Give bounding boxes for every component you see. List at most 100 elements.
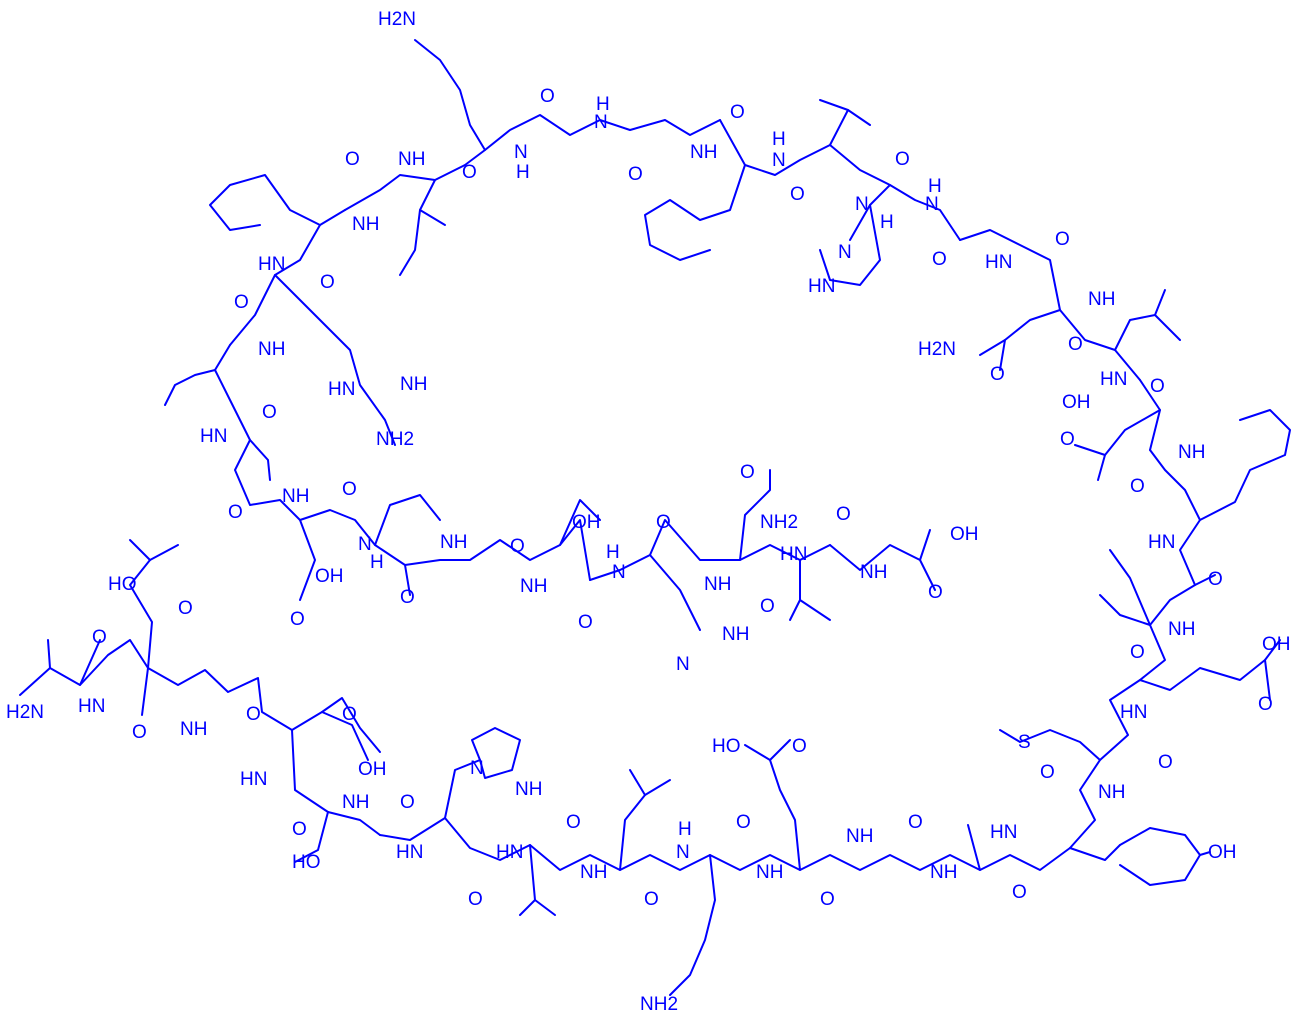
atom-label-o: O [246, 704, 261, 725]
atom-label-n: N [470, 758, 484, 779]
atom-label-hn: HN [990, 822, 1017, 843]
atom-label-o: O [320, 272, 335, 293]
atom-label-o: O [1130, 642, 1145, 663]
atom-label-o: O [292, 819, 307, 840]
atom-label-ho: HO [108, 574, 137, 595]
atom-label-n: N [358, 534, 372, 555]
atom-label-o: O [566, 812, 581, 833]
atom-label-o: O [510, 536, 525, 557]
atom-label-h2n: H2N [378, 9, 416, 30]
atom-label-nh: NH [515, 779, 542, 800]
atom-label-hn: HN [1120, 702, 1147, 723]
atom-label-o: O [928, 582, 943, 603]
atom-label-h: H [880, 212, 894, 233]
atom-label-h2n: H2N [6, 702, 44, 723]
atom-label-nh2: NH2 [376, 429, 414, 450]
atom-label-ho: HO [292, 852, 321, 873]
atom-label-o: O [132, 722, 147, 743]
atom-label-o: O [578, 612, 593, 633]
atom-label-o: O [1055, 229, 1070, 250]
atom-label-o: O [990, 364, 1005, 385]
atom-label-o: O [1208, 569, 1223, 590]
atom-label-o: O [656, 512, 671, 533]
atom-label-o: O [730, 102, 745, 123]
atom-label-o: O [1130, 476, 1145, 497]
bond-lines [19, 39, 1291, 996]
atom-label-ho: HO [712, 736, 741, 757]
atom-label-o: O [1158, 752, 1173, 773]
atom-label-o: O [820, 889, 835, 910]
atom-label-o: O [92, 627, 107, 648]
atom-label-h: H [772, 129, 786, 150]
atom-label-nh2: NH2 [640, 994, 678, 1015]
atom-label-oh: OH [1262, 634, 1291, 655]
atom-label-n: N [594, 112, 608, 133]
atom-label-oh: OH [315, 566, 344, 587]
atom-label-nh: NH [704, 574, 731, 595]
atom-label-h: H [928, 176, 942, 197]
atom-label-n: N [855, 194, 869, 215]
atom-label-nh: NH [1178, 442, 1205, 463]
atom-label-o: O [932, 249, 947, 270]
atom-label-h: H [596, 94, 610, 115]
atom-label-oh: OH [1208, 842, 1237, 863]
atom-label-nh: NH [860, 562, 887, 583]
atom-label-o: O [228, 502, 243, 523]
atom-label-o: O [1060, 429, 1075, 450]
atom-label-o: O [468, 889, 483, 910]
atom-label-o: O [290, 609, 305, 630]
atom-label-nh: NH [756, 862, 783, 883]
atom-label-o: O [736, 812, 751, 833]
atom-label-h: H [516, 162, 530, 183]
atom-label-o: O [644, 889, 659, 910]
atom-label-o: O [342, 704, 357, 725]
atom-label-s: S [1018, 732, 1031, 753]
atom-label-nh: NH [520, 576, 547, 597]
atom-label-nh: NH [1168, 619, 1195, 640]
atom-label-o: O [462, 162, 477, 183]
atom-label-o: O [908, 812, 923, 833]
atom-label-n: N [772, 150, 786, 171]
atom-label-nh: NH [580, 862, 607, 883]
atom-label-o: O [400, 587, 415, 608]
atom-label-nh: NH [1098, 782, 1125, 803]
atom-label-hn: HN [258, 254, 285, 275]
atom-label-oh: OH [358, 759, 387, 780]
atom-label-nh: NH [352, 214, 379, 235]
atom-label-nh: NH [342, 792, 369, 813]
atom-label-nh: NH [440, 532, 467, 553]
atom-label-o: O [1012, 882, 1027, 903]
atom-label-n: N [514, 142, 528, 163]
atom-label-h: H [370, 552, 384, 573]
atom-label-o: O [790, 184, 805, 205]
atom-label-n: N [676, 654, 690, 675]
atom-label-n: N [676, 842, 690, 863]
atom-label-o: O [1258, 694, 1273, 715]
atom-label-o: O [628, 164, 643, 185]
atom-label-o: O [234, 292, 249, 313]
atom-label-o: O [760, 596, 775, 617]
atom-label-n: N [838, 242, 852, 263]
atom-label-o: O [895, 149, 910, 170]
atom-label-o: O [836, 504, 851, 525]
atom-label-o: O [178, 598, 193, 619]
atom-label-nh: NH [398, 149, 425, 170]
atom-label-hn: HN [1100, 369, 1127, 390]
atom-label-o: O [540, 86, 555, 107]
atom-label-nh: NH [930, 862, 957, 883]
atom-label-hn: HN [985, 252, 1012, 273]
atom-label-hn: HN [780, 544, 807, 565]
atom-label-nh2: NH2 [760, 512, 798, 533]
atom-label-oh: OH [950, 524, 979, 545]
atom-label-h: H [606, 542, 620, 563]
atom-label-h2n: H2N [918, 339, 956, 360]
atom-label-oh: OH [1062, 392, 1091, 413]
atom-label-hn: HN [328, 379, 355, 400]
atom-label-o: O [792, 736, 807, 757]
atom-label-o: O [1150, 376, 1165, 397]
atom-label-nh: NH [690, 142, 717, 163]
atom-label-o: O [740, 462, 755, 483]
atom-label-o: O [262, 402, 277, 423]
